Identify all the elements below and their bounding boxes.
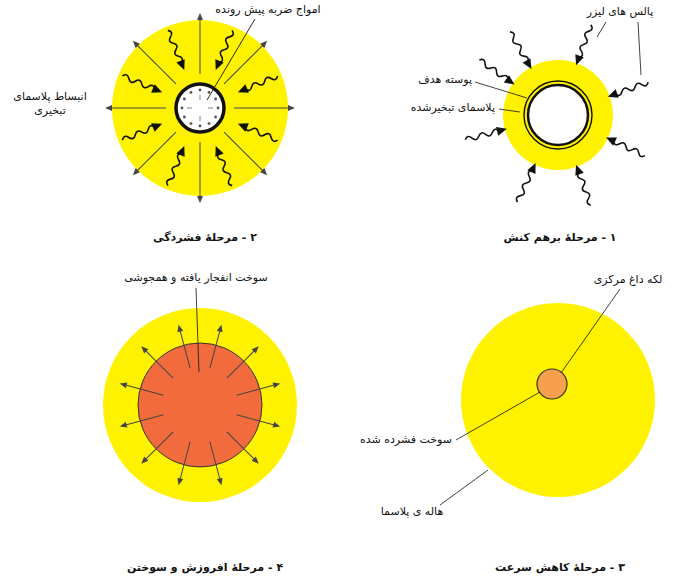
- part-label: پالس های لیزر: [587, 5, 654, 19]
- leader-line: [499, 109, 520, 112]
- laser-pulse: [236, 72, 279, 97]
- stage-four: [103, 288, 297, 502]
- laser-pulse: [477, 56, 517, 88]
- laser-pulse: [164, 144, 189, 187]
- plasma-disk: [503, 60, 613, 170]
- laser-pulse: [121, 72, 164, 97]
- laser-pulse: [604, 133, 647, 159]
- plasma-halo: [461, 303, 655, 497]
- leader-line: [440, 470, 488, 505]
- expansion-arrow: [197, 13, 203, 74]
- expansion-arrow: [234, 105, 295, 111]
- burn-arrow: [176, 324, 193, 369]
- part-label: هاله ی پلاسما: [381, 505, 444, 519]
- stage-three: [440, 289, 655, 505]
- burn-arrow: [225, 430, 261, 466]
- burn-arrow: [119, 412, 164, 429]
- part-label: امواج ضربه پیش رونده: [215, 3, 320, 17]
- leader-line: [207, 19, 255, 100]
- expansion-arrow: [222, 130, 269, 177]
- expansion-arrow: [105, 105, 166, 111]
- burn-arrow: [207, 324, 224, 369]
- expansion-arrow: [131, 39, 178, 86]
- laser-pulse: [164, 29, 189, 72]
- burn-arrow: [207, 441, 224, 486]
- part-label: سوخت انفجار یافته و همجوشی: [124, 271, 267, 285]
- leader-line: [456, 392, 540, 440]
- stage-caption: ۱ - مرحلهٔ برهم کنش: [503, 231, 616, 245]
- hot-spot: [537, 369, 567, 399]
- expansion-arrow: [197, 142, 203, 203]
- stage-two: [105, 13, 295, 203]
- laser-pulse: [236, 120, 279, 145]
- laser-pulse: [572, 163, 595, 206]
- stage-caption: ۳ - مرحلهٔ کاهش سرعت: [495, 561, 625, 575]
- stage-caption: ۲ - مرحلهٔ فشردگی: [153, 231, 257, 245]
- part-label: لکه داغ مرکزی: [594, 273, 663, 287]
- part-label: پوسته هدف: [418, 73, 472, 87]
- compressed-shell: [176, 84, 224, 132]
- laser-pulse: [464, 124, 508, 144]
- burn-arrow: [236, 381, 281, 398]
- laser-pulse: [606, 78, 649, 101]
- leader-line: [561, 289, 620, 373]
- part-label: انبساط پلاسمای تبخیری: [10, 90, 90, 119]
- leader-line: [475, 82, 527, 98]
- burn-arrow: [139, 344, 175, 380]
- laser-pulse: [212, 29, 237, 72]
- leader-line: [597, 22, 606, 37]
- plasma-halo: [103, 308, 297, 502]
- shock-dots: [181, 89, 220, 128]
- stage-one: [464, 22, 650, 207]
- laser-pulse: [121, 120, 164, 145]
- stage-caption: ۴ - مرحلهٔ افروزش و سوختن: [127, 561, 283, 575]
- laser-pulse: [506, 30, 535, 72]
- target-shell: [528, 85, 588, 145]
- burn-arrow: [225, 344, 261, 380]
- leader-line: [638, 22, 641, 75]
- laser-pulse: [513, 161, 539, 204]
- burn-arrow: [176, 441, 193, 486]
- shock-ticks: [187, 95, 213, 121]
- laser-pulse: [572, 23, 595, 66]
- expansion-arrow: [131, 130, 178, 177]
- part-label: سوخت فشرده شده: [360, 433, 452, 447]
- leader-line: [196, 288, 199, 372]
- burn-arrow: [236, 412, 281, 429]
- shell-outer: [524, 81, 592, 149]
- burn-arrow: [119, 381, 164, 398]
- burning-fuel: [138, 343, 262, 467]
- burn-arrow: [139, 430, 175, 466]
- part-label: پلاسمای تبخیرشده: [411, 101, 495, 115]
- laser-pulse: [212, 144, 237, 187]
